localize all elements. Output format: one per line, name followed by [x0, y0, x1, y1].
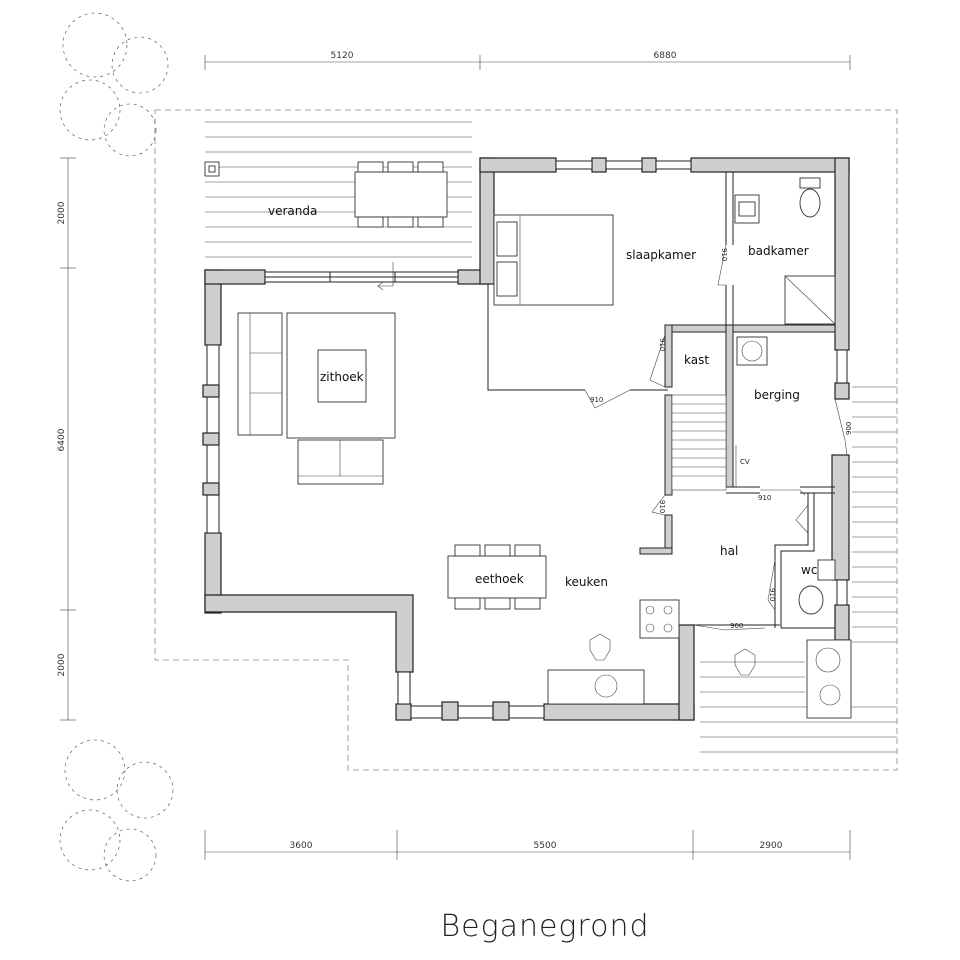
room-label-berging: berging: [754, 388, 800, 402]
trees: [59, 12, 174, 882]
veranda-deck: [205, 121, 472, 258]
dining-table: [447, 544, 547, 610]
dim-left-3: 2000: [57, 653, 67, 676]
dim-left-2: 6400: [57, 428, 67, 451]
bed: [493, 214, 614, 306]
bathroom-fixtures: [734, 177, 836, 615]
room-label-slaapkamer: slaapkamer: [626, 248, 696, 262]
interior-walls: [487, 172, 836, 629]
dim-bottom-2: 5500: [534, 841, 557, 851]
kitchen-fixtures: [547, 599, 680, 705]
door-label-4: 910: [658, 500, 666, 513]
door-label-3: 910: [590, 396, 603, 404]
room-label-cv: CV: [740, 458, 750, 466]
dim-bottom-1: 3600: [290, 841, 313, 851]
room-label-hal: hal: [720, 544, 738, 558]
east-deck: [700, 386, 897, 753]
dimension-labels: 5120 6880 3600 5500 2900 2000 6400 2000: [57, 51, 783, 851]
room-label-eethoek: eethoek: [475, 572, 524, 586]
veranda-table: [204, 161, 448, 228]
doors: [584, 244, 848, 631]
door-labels: 910 910 910 910 910 900 910 900: [590, 248, 853, 630]
door-label-8: 900: [730, 622, 743, 630]
room-label-wc: wc: [801, 563, 817, 577]
dimension-lines: [60, 55, 851, 860]
dim-top-1: 5120: [331, 51, 354, 61]
room-label-veranda: veranda: [268, 204, 317, 218]
door-label-1: 910: [720, 248, 728, 261]
dim-left-1: 2000: [57, 201, 67, 224]
drawing-title: Beganegrond: [440, 909, 649, 944]
door-label-5: 910: [758, 494, 771, 502]
door-label-7: 910: [768, 588, 776, 601]
room-label-zithoek: zithoek: [320, 370, 364, 384]
room-label-badkamer: badkamer: [748, 244, 809, 258]
living-furniture: [237, 312, 396, 485]
dim-bottom-3: 2900: [760, 841, 783, 851]
room-label-keuken: keuken: [565, 575, 608, 589]
site-boundary: [154, 109, 898, 771]
door-label-6: 900: [845, 422, 853, 435]
room-label-kast: kast: [684, 353, 709, 367]
entrance-garden: [734, 639, 852, 719]
stairs: [671, 394, 727, 491]
dim-top-2: 6880: [654, 51, 677, 61]
door-label-2: 910: [658, 338, 666, 351]
room-labels: veranda slaapkamer badkamer zithoek kast…: [268, 204, 817, 589]
entrance-arrow-icon: [377, 262, 394, 291]
windows: [202, 160, 848, 721]
